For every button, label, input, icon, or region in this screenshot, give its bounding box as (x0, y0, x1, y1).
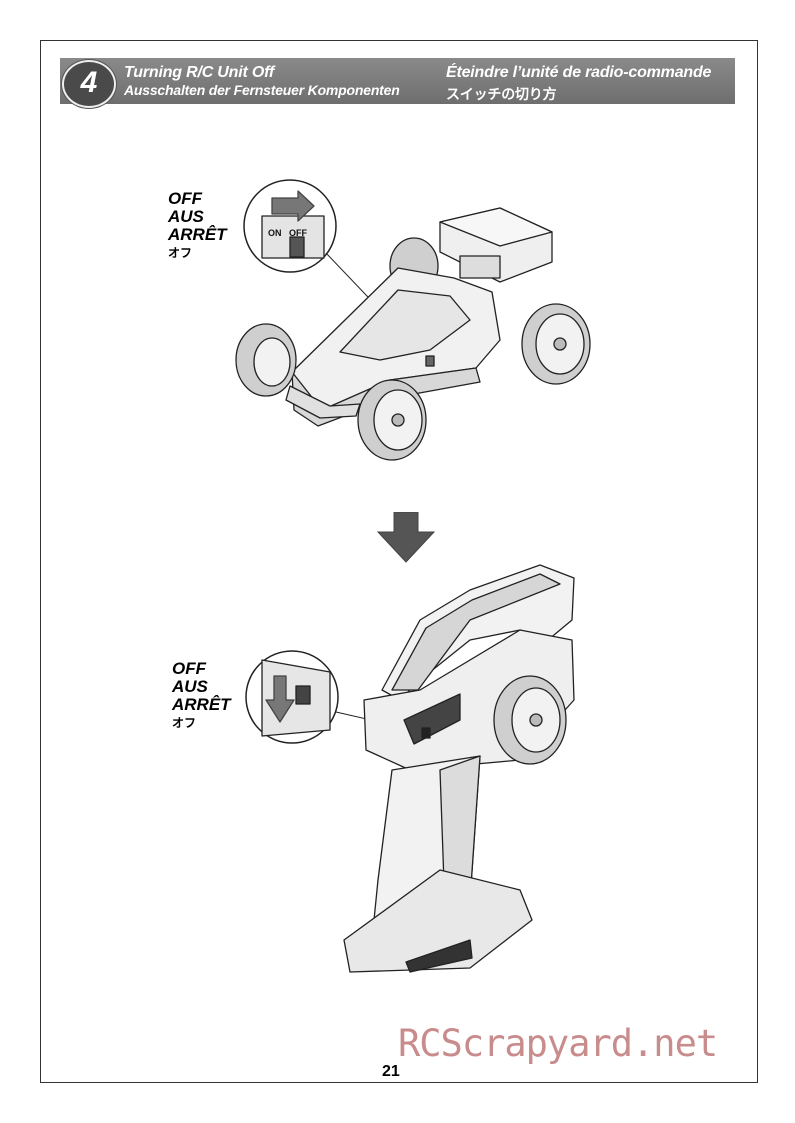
switch-on-text: ON (268, 228, 282, 238)
down-arrow-icon (376, 512, 436, 563)
title-german: Ausschalten der Fernsteuer Komponenten (124, 82, 400, 98)
tx-label-fr: ARRÊT (172, 695, 231, 714)
tx-label-de: AUS (172, 677, 208, 696)
page-number: 21 (382, 1063, 400, 1080)
step-number: 4 (80, 66, 98, 99)
tx-off-label: OFF AUS ARRÊT オフ (172, 660, 231, 732)
car-label-jp: オフ (168, 246, 193, 260)
car-label-en: OFF (168, 189, 202, 208)
tx-label-en: OFF (172, 659, 206, 678)
title-english: Turning R/C Unit Off (124, 64, 275, 81)
step-badge: 4 (62, 60, 116, 108)
tx-label-jp: オフ (172, 716, 197, 730)
page-frame (40, 40, 758, 1083)
car-label-fr: ARRÊT (168, 225, 227, 244)
car-label-de: AUS (168, 207, 204, 226)
watermark: RCScrapyard.net (398, 1022, 718, 1065)
title-japanese: スイッチの切り方 (446, 86, 557, 102)
title-french: Éteindre l’unité de radio-commande (446, 64, 712, 81)
step-header-bar (60, 58, 735, 104)
car-off-label: OFF AUS ARRÊT オフ (168, 190, 227, 262)
switch-off-text: OFF (289, 228, 307, 238)
